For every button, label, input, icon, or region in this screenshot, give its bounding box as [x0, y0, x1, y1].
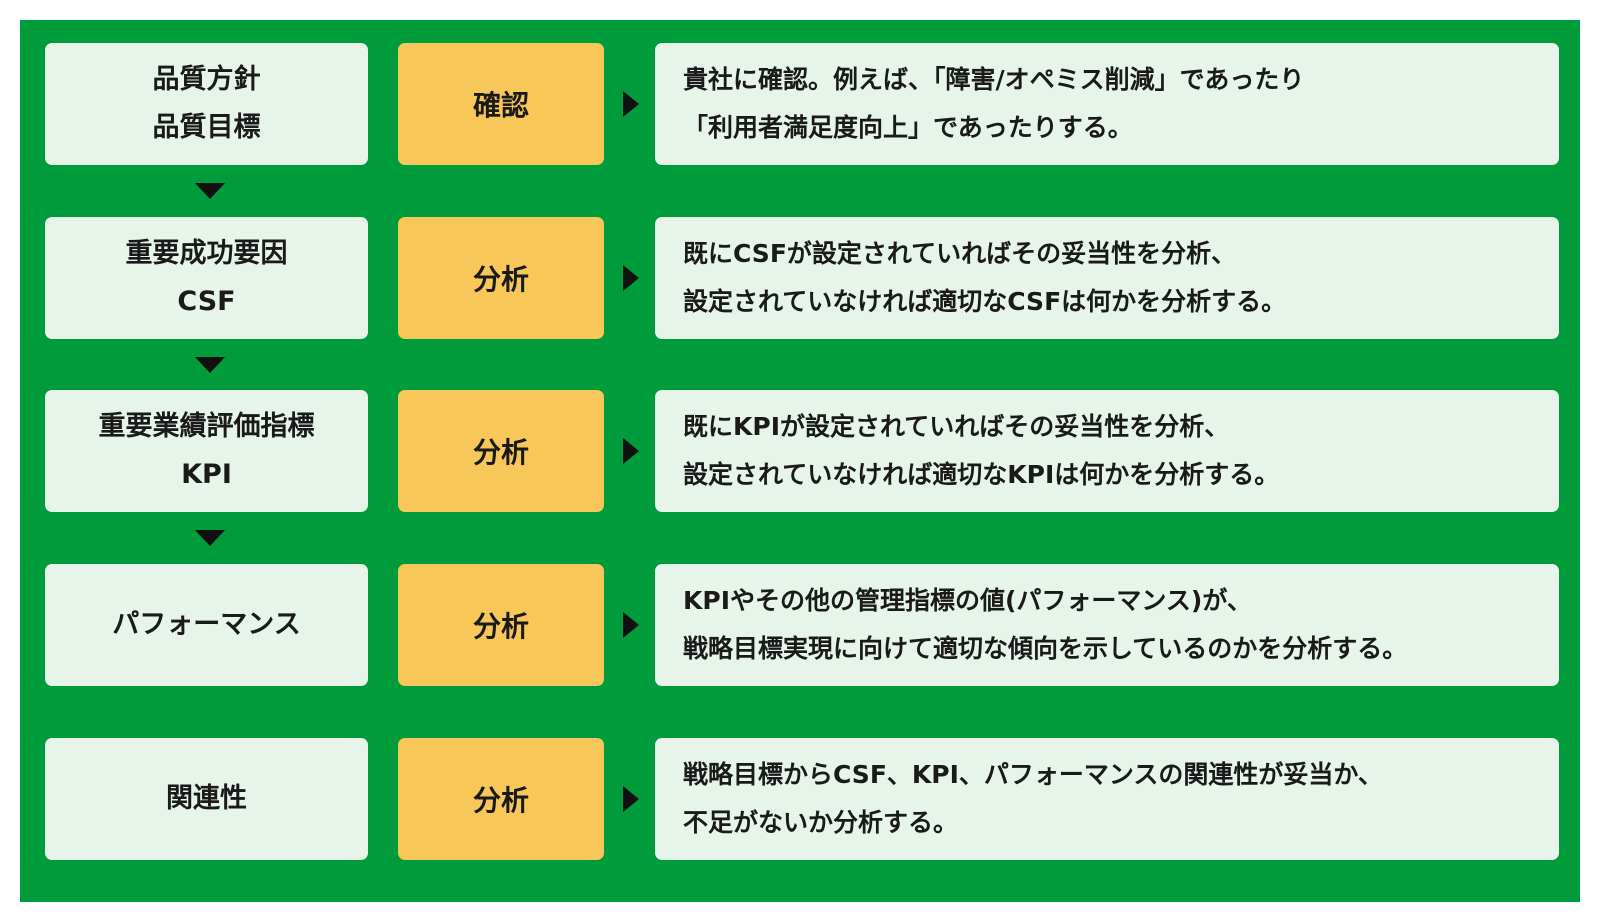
stage-label-line: 重要業績評価指標: [98, 411, 315, 442]
description-line: 戦略目標からCSF、KPI、パフォーマンスの関連性が妥当か、: [683, 760, 1383, 789]
stage-label-line: KPI: [181, 459, 232, 490]
stage-box-kpi: 重要業績評価指標 KPI: [45, 390, 368, 512]
arrow-right-icon: [623, 265, 639, 291]
action-label: 分析: [472, 436, 529, 469]
description-line: 「利用者満足度向上」であったりする。: [683, 113, 1133, 142]
action-label: 分析: [472, 610, 529, 643]
action-box-confirm: 確認: [398, 43, 604, 165]
flow-diagram-panel: 品質方針 品質目標 確認 貴社に確認。例えば、「障害/オペミス削減」であったり …: [20, 20, 1580, 902]
description-line: 設定されていなければ適切なCSFは何かを分析する。: [683, 287, 1287, 316]
arrow-down-icon: [195, 183, 225, 199]
stage-box-quality-policy: 品質方針 品質目標: [45, 43, 368, 165]
flow-row-kpi: 重要業績評価指標 KPI 分析 既にKPIが設定されていればその妥当性を分析、 …: [20, 390, 1580, 512]
stage-label-line: 重要成功要因: [125, 238, 288, 269]
flow-row-performance: パフォーマンス 分析 KPIやその他の管理指標の値(パフォーマンス)が、 戦略目…: [20, 564, 1580, 686]
description-box: 戦略目標からCSF、KPI、パフォーマンスの関連性が妥当か、 不足がないか分析す…: [655, 738, 1559, 860]
description-line: 貴社に確認。例えば、「障害/オペミス削減」であったり: [683, 65, 1305, 94]
arrow-right-icon: [623, 438, 639, 464]
description-box: 貴社に確認。例えば、「障害/オペミス削減」であったり 「利用者満足度向上」であっ…: [655, 43, 1559, 165]
action-label: 確認: [472, 89, 529, 122]
arrow-right-icon: [623, 786, 639, 812]
description-line: 戦略目標実現に向けて適切な傾向を示しているのかを分析する。: [683, 634, 1408, 663]
stage-label-line: 品質方針: [152, 64, 261, 95]
flow-row-csf: 重要成功要因 CSF 分析 既にCSFが設定されていればその妥当性を分析、 設定…: [20, 217, 1580, 339]
action-label: 分析: [472, 263, 529, 296]
description-line: 設定されていなければ適切なKPIは何かを分析する。: [683, 460, 1280, 489]
description-line: 既にKPIが設定されていればその妥当性を分析、: [683, 412, 1230, 441]
stage-box-csf: 重要成功要因 CSF: [45, 217, 368, 339]
description-box: KPIやその他の管理指標の値(パフォーマンス)が、 戦略目標実現に向けて適切な傾…: [655, 564, 1559, 686]
stage-box-relevance: 関連性: [45, 738, 368, 860]
arrow-down-icon: [195, 530, 225, 546]
action-box-analyze: 分析: [398, 738, 604, 860]
stage-box-performance: パフォーマンス: [45, 564, 368, 686]
flow-row-quality-policy: 品質方針 品質目標 確認 貴社に確認。例えば、「障害/オペミス削減」であったり …: [20, 43, 1580, 165]
action-label: 分析: [472, 784, 529, 817]
stage-label-line: 品質目標: [152, 112, 261, 143]
description-box: 既にCSFが設定されていればその妥当性を分析、 設定されていなければ適切なCSF…: [655, 217, 1559, 339]
flow-row-relevance: 関連性 分析 戦略目標からCSF、KPI、パフォーマンスの関連性が妥当か、 不足…: [20, 738, 1580, 860]
arrow-right-icon: [623, 91, 639, 117]
description-line: 既にCSFが設定されていればその妥当性を分析、: [683, 239, 1237, 268]
stage-label-line: CSF: [177, 286, 236, 317]
arrow-down-icon: [195, 357, 225, 373]
stage-label-line: 関連性: [166, 783, 247, 814]
action-box-analyze: 分析: [398, 217, 604, 339]
stage-label-line: パフォーマンス: [112, 609, 301, 640]
description-line: KPIやその他の管理指標の値(パフォーマンス)が、: [683, 586, 1252, 615]
arrow-right-icon: [623, 612, 639, 638]
description-box: 既にKPIが設定されていればその妥当性を分析、 設定されていなければ適切なKPI…: [655, 390, 1559, 512]
description-line: 不足がないか分析する。: [683, 808, 959, 837]
action-box-analyze: 分析: [398, 564, 604, 686]
action-box-analyze: 分析: [398, 390, 604, 512]
